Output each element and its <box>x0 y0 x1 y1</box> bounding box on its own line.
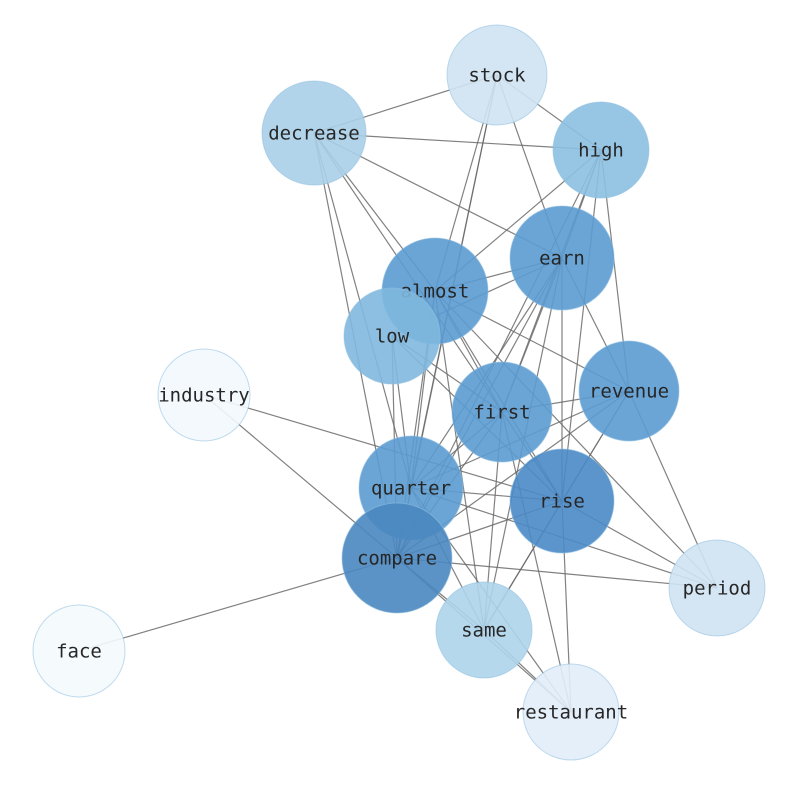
node-circle[interactable] <box>435 581 533 679</box>
graph-node-decrease[interactable]: decrease <box>261 80 367 186</box>
graph-edge <box>561 149 602 502</box>
graph-node-revenue[interactable]: revenue <box>578 340 680 442</box>
node-circle[interactable] <box>451 361 553 463</box>
graph-node-restaurant[interactable]: restaurant <box>514 663 628 761</box>
graph-edge <box>434 290 718 589</box>
graph-node-rise[interactable]: rise <box>509 448 615 554</box>
graph-node-low[interactable]: low <box>343 287 441 385</box>
node-circle[interactable] <box>552 101 650 199</box>
node-circle[interactable] <box>157 348 251 442</box>
graph-node-high[interactable]: high <box>552 101 650 199</box>
node-circle[interactable] <box>578 340 680 442</box>
graph-node-first[interactable]: first <box>451 361 553 463</box>
node-circle[interactable] <box>668 539 766 637</box>
graph-node-earn[interactable]: earn <box>509 205 615 311</box>
graph-edge <box>434 290 485 631</box>
graph-edge <box>501 411 572 713</box>
graph-node-period[interactable]: period <box>668 539 766 637</box>
node-circle[interactable] <box>509 448 615 554</box>
node-circle[interactable] <box>522 663 620 761</box>
node-circle[interactable] <box>446 24 548 126</box>
node-circle[interactable] <box>32 604 126 698</box>
node-circle[interactable] <box>343 287 441 385</box>
node-circle[interactable] <box>261 80 367 186</box>
graph-node-stock[interactable]: stock <box>446 24 548 126</box>
graph-node-same[interactable]: same <box>435 581 533 679</box>
graph-node-industry[interactable]: industry <box>157 348 251 442</box>
graph-node-compare[interactable]: compare <box>341 502 453 614</box>
graph-node-face[interactable]: face <box>32 604 126 698</box>
node-circle[interactable] <box>341 502 453 614</box>
node-circle[interactable] <box>509 205 615 311</box>
